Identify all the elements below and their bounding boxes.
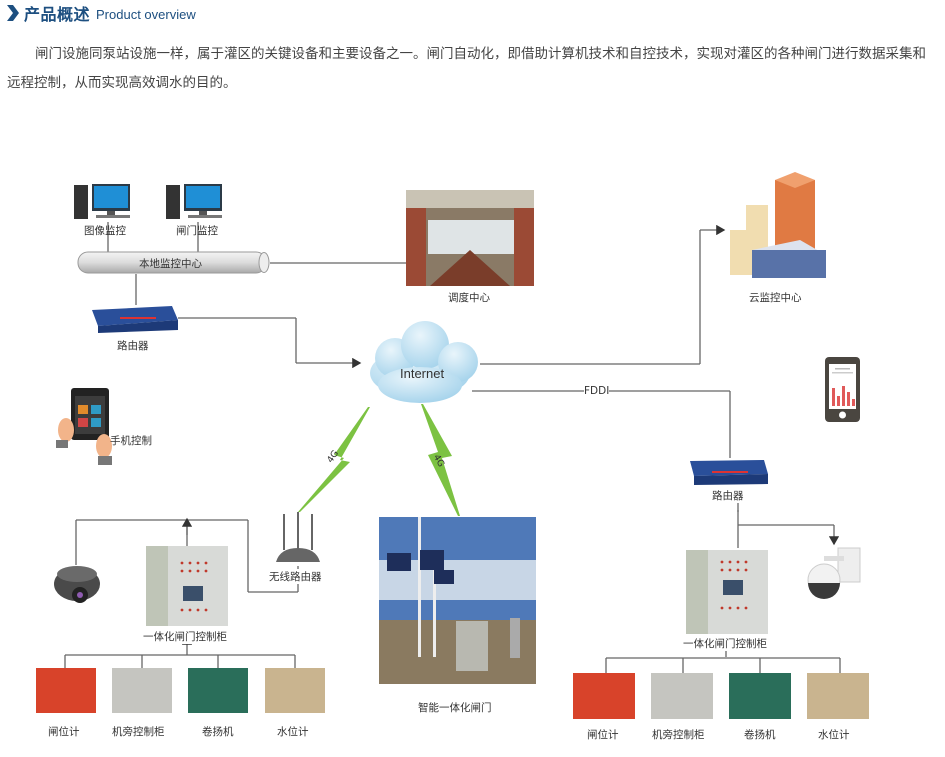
cloud-center-buildings-icon — [730, 172, 826, 278]
local-center-bus — [77, 251, 270, 274]
computer-icon-image-monitor — [74, 184, 130, 219]
section-header: 产品概述 Product overview — [6, 2, 196, 24]
connector-lines — [64, 222, 841, 673]
dome-camera-icon — [54, 566, 100, 603]
hoist-photo — [729, 673, 791, 719]
dispatch-center-photo — [406, 190, 534, 286]
router-icon-right — [690, 460, 768, 485]
label-cabinet-left: 一体化闸门控制柜 — [143, 629, 227, 644]
tablet-hand-icon — [56, 388, 112, 465]
label-gate-monitor: 闸门监控 — [176, 225, 218, 237]
label-router-right: 路由器 — [712, 488, 744, 503]
smart-gate-photo — [379, 517, 536, 684]
phone-chart-icon — [825, 357, 860, 422]
router-icon-left — [92, 306, 178, 333]
lightning-4g-right-icon — [421, 404, 460, 516]
device-label: 闸位计 — [48, 724, 80, 739]
lightning-4g-left-icon — [298, 407, 370, 512]
label-smart-gate: 智能一体化闸门 — [418, 700, 492, 715]
device-label: 闸位计 — [587, 727, 619, 742]
device-label: 水位计 — [818, 727, 850, 742]
product-description: 闸门设施同泵站设施一样，属于灌区的关键设备和主要设备之一。闸门自动化，即借助计算… — [7, 46, 926, 91]
ptz-camera-icon — [807, 547, 861, 599]
device-label: 机旁控制柜 — [112, 724, 165, 739]
control-cabinet-photo-right — [686, 550, 768, 634]
label-router-left: 路由器 — [117, 338, 149, 353]
gate-position-meter-photo — [573, 673, 635, 719]
local-control-cabinet-photo — [112, 668, 172, 713]
label-wireless-router: 无线路由器 — [269, 569, 322, 584]
chevron-right-icon — [7, 5, 19, 21]
computer-icon-gate-monitor — [166, 184, 222, 219]
section-subtitle: Product overview — [96, 6, 196, 22]
gate-position-meter-photo — [36, 668, 96, 713]
water-level-meter-photo — [265, 668, 325, 713]
label-cloud-center: 云监控中心 — [749, 290, 802, 305]
device-label: 机旁控制柜 — [652, 727, 705, 742]
label-dispatch-center: 调度中心 — [448, 290, 490, 305]
hoist-photo — [188, 668, 248, 713]
water-level-meter-photo — [807, 673, 869, 719]
wireless-router-icon — [276, 512, 320, 562]
label-local-center: 本地监控中心 — [139, 258, 202, 270]
label-mobile-control: 手机控制 — [110, 435, 152, 447]
label-fddi: FDDI — [584, 385, 610, 397]
section-title: 产品概述 — [24, 5, 91, 24]
device-label: 卷扬机 — [202, 724, 234, 739]
device-label: 水位计 — [277, 724, 309, 739]
local-control-cabinet-photo — [651, 673, 713, 719]
device-label: 卷扬机 — [744, 727, 776, 742]
device-photos-left — [36, 668, 325, 713]
device-photos-right — [573, 673, 869, 719]
label-cabinet-right: 一体化闸门控制柜 — [683, 636, 767, 651]
label-internet: Internet — [400, 366, 445, 381]
control-cabinet-photo-left — [146, 546, 228, 626]
internet-cloud-icon — [370, 321, 478, 403]
label-image-monitor: 图像监控 — [84, 225, 126, 237]
